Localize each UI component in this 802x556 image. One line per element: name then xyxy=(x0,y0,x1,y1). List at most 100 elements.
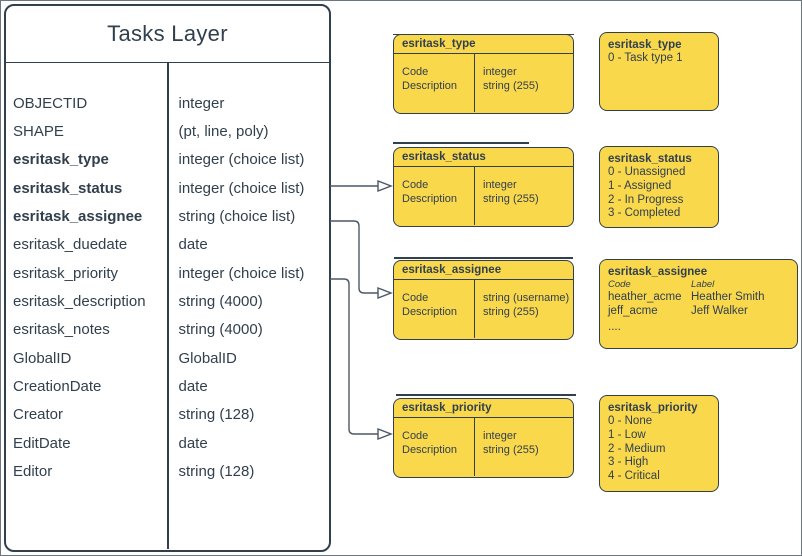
table-row: CreationDate date xyxy=(6,372,329,400)
field-type: integer (choice list) xyxy=(178,151,305,169)
value-item: 0 - None xyxy=(608,415,653,427)
domain-field-type: string (255) xyxy=(483,306,539,318)
table-row: esritask_assignee string (choice list) xyxy=(6,202,329,230)
value-list-title: esritask_type xyxy=(608,39,682,51)
value-ellipsis: .... xyxy=(608,321,621,333)
connector-assignee xyxy=(330,220,393,300)
domain-table-title: esritask_assignee xyxy=(394,261,573,280)
domain-field: Code xyxy=(402,179,429,191)
domain-field: Description xyxy=(402,193,458,205)
capline xyxy=(394,257,573,259)
value-list-column-headers: Code Label xyxy=(608,279,789,291)
value-item: 2 - In Progress xyxy=(608,193,684,206)
field-name: esritask_notes xyxy=(13,321,110,339)
field-type: string (128) xyxy=(178,406,255,424)
capline xyxy=(393,142,529,144)
table-row: esritask_status integer (choice list) xyxy=(6,174,329,202)
field-type: integer (choice list) xyxy=(178,264,305,282)
table-row: GlobalID GlobalID xyxy=(6,344,329,372)
field-type: string (4000) xyxy=(178,321,263,339)
value-code: jeff_acme xyxy=(608,304,658,317)
field-type: date xyxy=(178,378,208,396)
capline xyxy=(393,33,574,35)
domain-table-title: esritask_status xyxy=(394,148,573,167)
domain-field-type: integer xyxy=(483,430,517,442)
value-item: 3 - High xyxy=(608,456,649,469)
domain-field-type: string (255) xyxy=(483,193,539,205)
domain-type-column: integer string (255) xyxy=(474,167,573,225)
value-item: 0 - Task type 1 xyxy=(608,52,683,64)
field-type: string (128) xyxy=(178,463,255,481)
domain-field-type: string (255) xyxy=(483,80,539,92)
field-type: (pt, line, poly) xyxy=(178,123,269,141)
domain-field: Description xyxy=(402,444,458,456)
field-name: esritask_status xyxy=(13,179,123,197)
value-list-title: esritask_assignee xyxy=(608,266,708,278)
domain-type-column: integer string (255) xyxy=(474,54,573,112)
field-name: OBJECTID xyxy=(13,94,88,112)
value-label: Heather Smith xyxy=(691,291,765,303)
domain-field: Code xyxy=(402,430,429,442)
domain-field-type: string (255) xyxy=(483,444,539,456)
domain-table-title: esritask_priority xyxy=(394,399,573,418)
connector-status xyxy=(330,179,393,193)
value-list-title: esritask_priority xyxy=(608,402,698,414)
field-type: date xyxy=(178,434,208,452)
table-row: Editor string (128) xyxy=(6,457,329,485)
field-name: GlobalID xyxy=(13,349,72,367)
field-name: Editor xyxy=(13,463,53,481)
column-header: Label xyxy=(691,279,715,290)
domain-field-type: string (username) xyxy=(483,292,570,304)
value-item: 0 - Unassigned xyxy=(608,166,686,178)
table-row: Creator string (128) xyxy=(6,401,329,429)
table-row: esritask_notes string (4000) xyxy=(6,316,329,344)
column-header: Code xyxy=(608,279,631,290)
tasks-layer-title: Tasks Layer xyxy=(107,21,228,46)
field-name: esritask_priority xyxy=(13,264,119,282)
value-item: 4 - Critical xyxy=(608,470,660,483)
column-divider xyxy=(167,63,169,549)
domain-field: Code xyxy=(402,292,429,304)
tasks-layer-header: Tasks Layer xyxy=(6,6,329,63)
value-item: 3 - Completed xyxy=(608,207,681,220)
value-row: heather_acme Heather Smith xyxy=(608,291,789,305)
table-row: SHAPE(pt, line, poly) xyxy=(6,117,329,145)
value-code: heather_acme xyxy=(608,291,682,303)
domain-field: Description xyxy=(402,80,458,92)
connector-priority xyxy=(330,278,393,441)
field-name: Creator xyxy=(13,406,64,424)
field-type: integer (choice list) xyxy=(178,179,305,197)
field-name: esritask_assignee xyxy=(13,208,143,226)
field-name: esritask_type xyxy=(13,151,109,169)
value-item: 1 - Low xyxy=(608,428,646,441)
table-row: esritask_type integer (choice list) xyxy=(6,146,329,174)
domain-field-type: integer xyxy=(483,179,517,191)
value-list-title: esritask_status xyxy=(608,153,692,165)
field-type: string (4000) xyxy=(178,293,263,311)
field-name: CreationDate xyxy=(13,378,102,396)
domain-field-type: integer xyxy=(483,66,517,78)
field-name: esritask_duedate xyxy=(13,236,128,254)
field-type: string (choice list) xyxy=(178,208,296,226)
capline xyxy=(396,394,576,396)
field-type: GlobalID xyxy=(178,349,237,367)
domain-field: Description xyxy=(402,306,458,318)
